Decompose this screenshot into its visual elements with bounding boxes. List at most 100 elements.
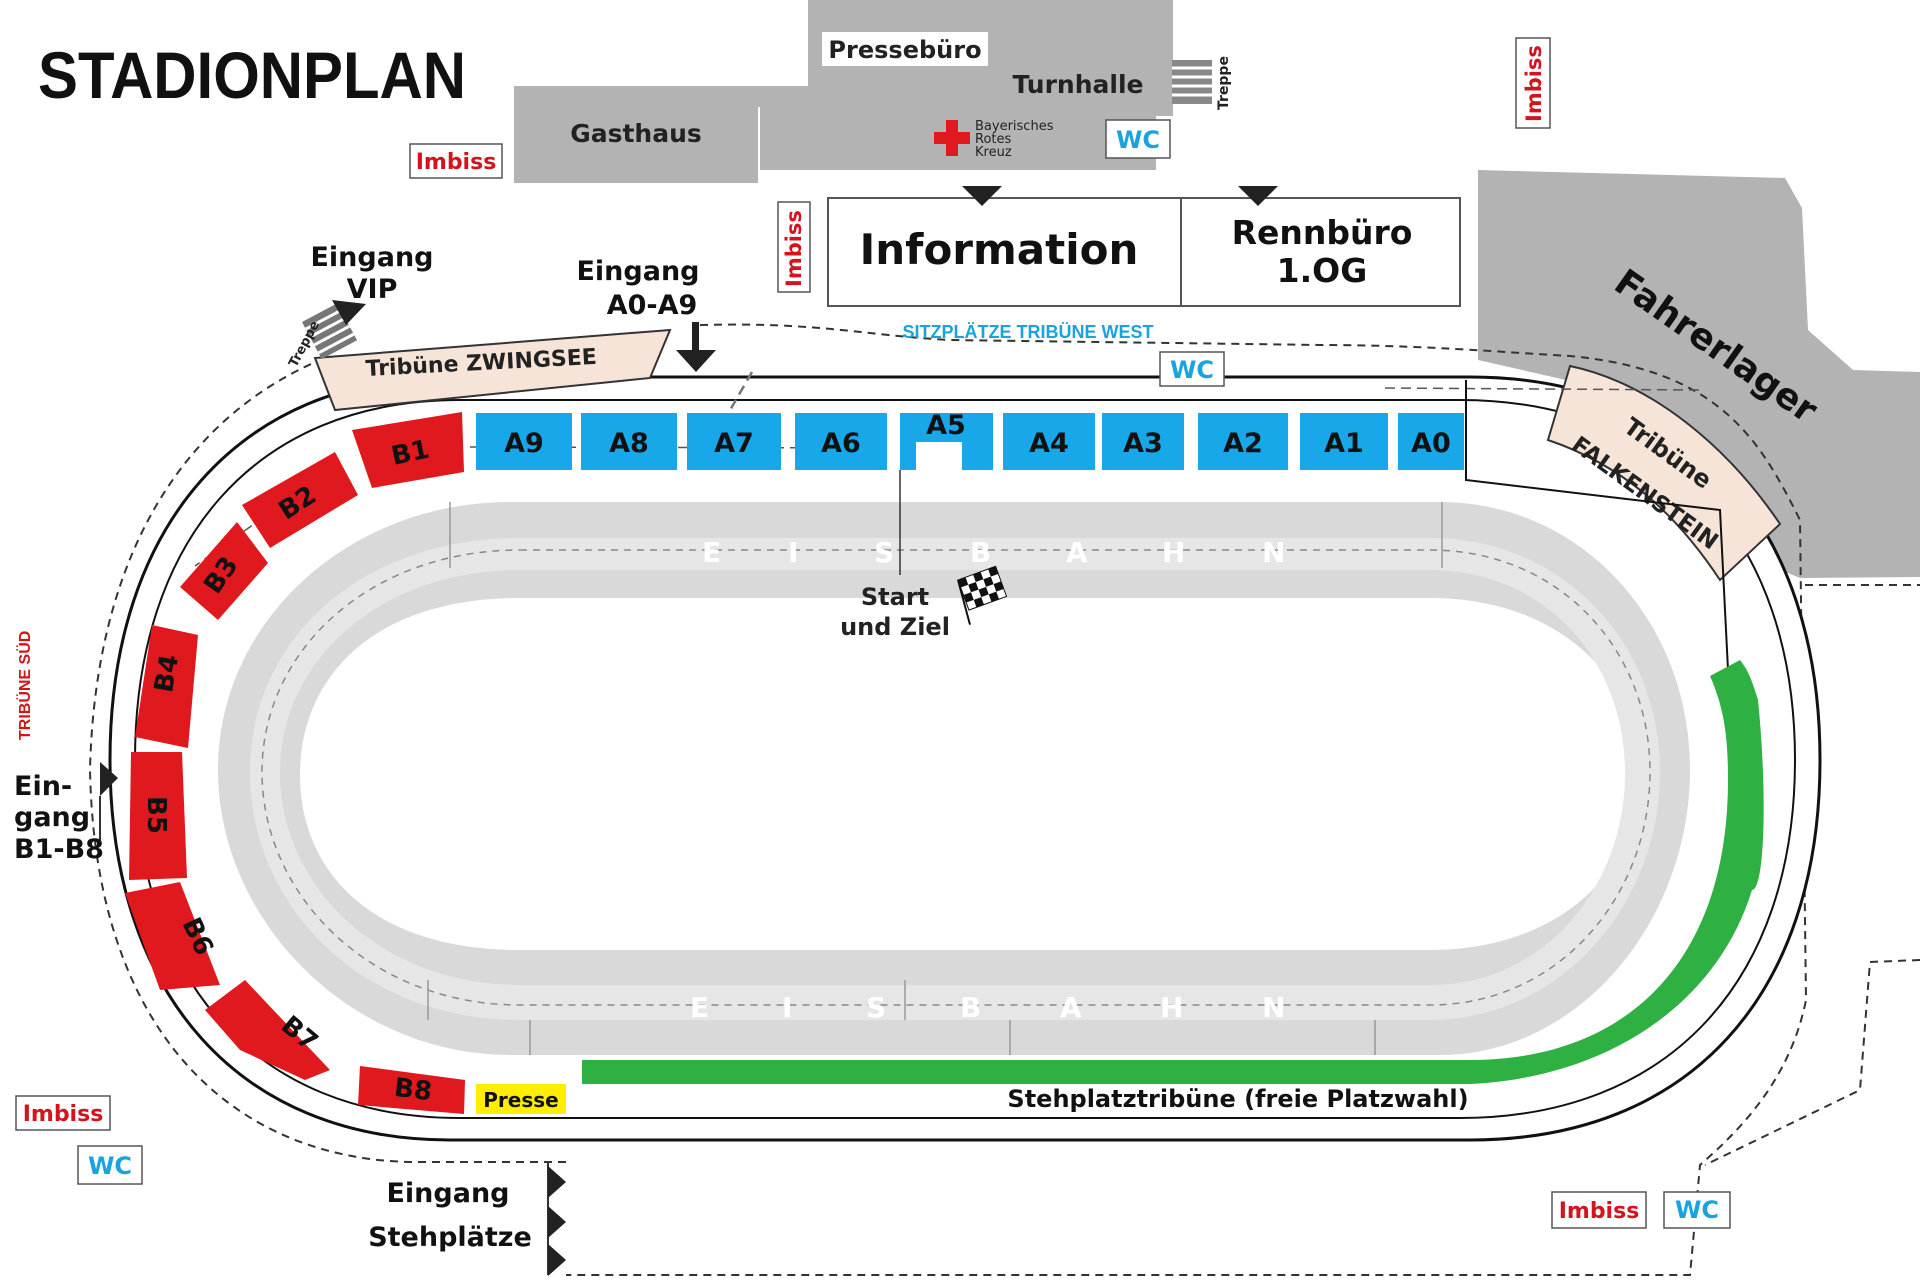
presse-block[interactable] xyxy=(476,1084,566,1114)
start-label-2: und Ziel xyxy=(840,613,950,641)
turnhalle-label: Turnhalle xyxy=(1013,70,1144,99)
svg-text:A: A xyxy=(1066,536,1088,569)
block-a1-label: A1 xyxy=(1324,428,1364,459)
wc-west[interactable] xyxy=(1159,351,1225,387)
entrance-vip-label-1: Eingang xyxy=(310,242,433,273)
pressebuero-box xyxy=(822,32,988,66)
building-turnhalle-gasthaus xyxy=(514,0,1173,183)
start-label-1: Start xyxy=(861,583,929,611)
block-a2[interactable] xyxy=(1198,413,1288,470)
treppe-label: Treppe xyxy=(1216,56,1232,110)
entrance-b-label-3: B1-B8 xyxy=(14,834,104,865)
block-a3[interactable] xyxy=(1102,413,1184,470)
eisbahn-bottom: E I S B A H N xyxy=(690,991,1285,1024)
block-a0-label: A0 xyxy=(1411,428,1451,459)
entrance-steh-arrow-icon[interactable] xyxy=(547,1162,566,1276)
track-inner-dashed xyxy=(261,549,1651,1006)
imbiss-top-right-label: Imbiss xyxy=(1522,45,1546,122)
block-a6-label: A6 xyxy=(821,428,861,459)
ice-track-lane xyxy=(250,538,1660,1020)
entrance-vip-arrow-icon[interactable] xyxy=(332,300,366,325)
block-b5[interactable] xyxy=(129,752,187,880)
block-b6[interactable] xyxy=(125,882,220,990)
imbiss-information-label: Imbiss xyxy=(782,210,806,287)
wc-bottom-right[interactable] xyxy=(1663,1191,1731,1229)
svg-text:E: E xyxy=(702,536,721,569)
svg-text:S: S xyxy=(866,991,886,1024)
gasthaus-label: Gasthaus xyxy=(570,119,702,148)
outer-boundary-dashed xyxy=(88,323,1808,1276)
block-a1[interactable] xyxy=(1300,413,1388,470)
block-a4[interactable] xyxy=(1003,413,1095,470)
block-a8-label: A8 xyxy=(609,428,649,459)
block-b1[interactable] xyxy=(352,412,464,488)
checkered-flag-icon xyxy=(957,565,1008,625)
entrance-a-arrow-icon[interactable] xyxy=(676,322,716,372)
block-b8[interactable] xyxy=(358,1066,465,1114)
wc-bottom-left-label: WC xyxy=(88,1152,132,1180)
entrance-b-label-1: Ein- xyxy=(14,771,72,802)
falkenstein-partition xyxy=(1465,380,1729,671)
entrance-a-label-2: A0-A9 xyxy=(607,290,698,321)
imbiss-bottom-right-label: Imbiss xyxy=(1559,1199,1640,1224)
imbiss-bottom-left-label: Imbiss xyxy=(23,1102,104,1127)
entrance-vip-label-2: VIP xyxy=(347,274,398,305)
pressebuero-label: Pressebüro xyxy=(828,36,981,64)
block-b3[interactable] xyxy=(180,522,268,620)
entrance-b-label-2: gang xyxy=(14,802,90,833)
block-a8[interactable] xyxy=(581,413,677,470)
wc-bottom-right-label: WC xyxy=(1675,1196,1719,1224)
block-a9[interactable] xyxy=(476,413,572,470)
imbiss-top-right[interactable] xyxy=(1515,37,1551,129)
tribune-zwingsee xyxy=(313,328,672,412)
entrance-b-arrow-icon[interactable] xyxy=(100,762,118,796)
svg-text:N: N xyxy=(1262,991,1285,1024)
entrance-a-label-1: Eingang xyxy=(576,256,699,287)
information-arrow-icon xyxy=(962,186,1002,206)
block-b8-label: B8 xyxy=(392,1073,433,1107)
block-b7[interactable] xyxy=(205,980,330,1080)
block-a4-label: A4 xyxy=(1029,428,1069,459)
block-a7-label: A7 xyxy=(714,428,754,459)
wc-turnhalle[interactable] xyxy=(1105,119,1171,159)
block-b2[interactable] xyxy=(242,452,358,548)
wc-west-label: WC xyxy=(1170,356,1214,384)
block-a5[interactable] xyxy=(900,413,993,470)
svg-text:S: S xyxy=(874,536,894,569)
svg-text:H: H xyxy=(1160,991,1183,1024)
imbiss-bottom-left[interactable] xyxy=(15,1095,111,1131)
block-a3-label: A3 xyxy=(1123,428,1163,459)
block-a7[interactable] xyxy=(687,413,781,470)
block-a6[interactable] xyxy=(795,413,887,470)
rennbuero-arrow-icon xyxy=(1238,186,1278,206)
block-a2-label: A2 xyxy=(1223,428,1263,459)
wc-boxes: WC WC WC WC xyxy=(77,119,1731,1229)
block-a0[interactable] xyxy=(1398,413,1464,470)
stairs-icon xyxy=(1172,60,1212,104)
imbiss-information[interactable] xyxy=(777,201,811,293)
svg-text:I: I xyxy=(788,536,798,569)
block-b4[interactable] xyxy=(135,625,198,748)
brk-label-3: Kreuz xyxy=(975,145,1012,160)
information-box xyxy=(827,197,1461,307)
tribune-falkenstein xyxy=(1546,364,1782,582)
page-title: STADIONPLAN xyxy=(38,38,466,112)
svg-text:B: B xyxy=(970,536,991,569)
imbiss-gasthaus[interactable] xyxy=(409,143,503,179)
tribune-west-label: SITZPLÄTZE TRIBÜNE WEST xyxy=(903,322,1154,342)
stehplatz-label: Stehplatztribüne (freie Platzwahl) xyxy=(1007,1085,1468,1113)
entrance-steh-label-2: Stehplätze xyxy=(368,1222,532,1253)
svg-text:I: I xyxy=(782,991,792,1024)
blocks-b xyxy=(125,412,465,1114)
svg-text:E: E xyxy=(690,991,709,1024)
svg-text:N: N xyxy=(1262,536,1285,569)
svg-text:B: B xyxy=(960,991,981,1024)
wc-bottom-left[interactable] xyxy=(77,1145,143,1185)
buildings xyxy=(514,0,1920,578)
imbiss-bottom-right[interactable] xyxy=(1551,1191,1647,1229)
svg-text:H: H xyxy=(1162,536,1185,569)
red-cross-icon xyxy=(934,120,970,156)
imbiss-gasthaus-label: Imbiss xyxy=(416,150,497,175)
outer-boundary-dashed-right xyxy=(1704,584,1920,1166)
